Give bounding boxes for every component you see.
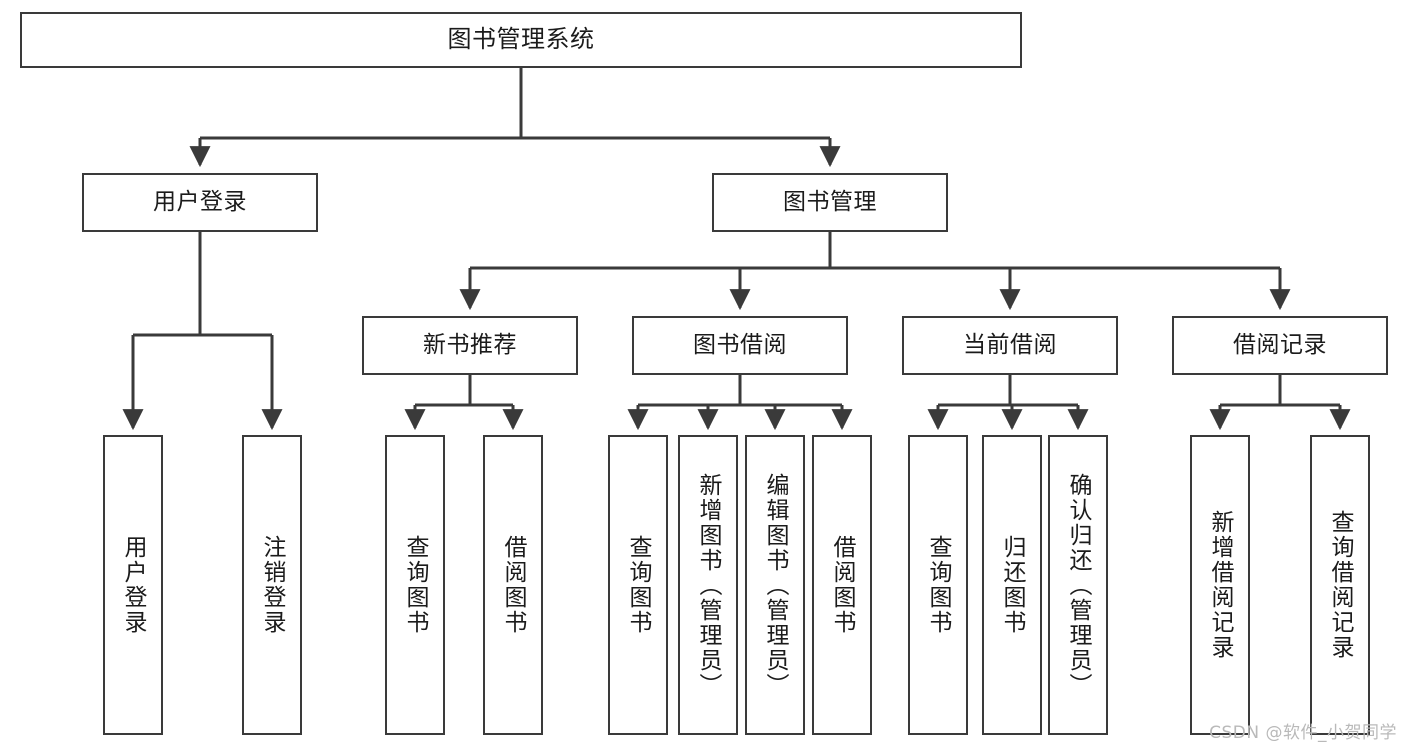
node-new-book-recommend[interactable]: 新书推荐 [362,316,578,375]
node-leaf-user-login[interactable]: 用户登录 [103,435,163,735]
node-leaf-edit-book-admin[interactable]: 编辑图书（管理员） [745,435,805,735]
node-leaf-add-book-admin[interactable]: 新增图书（管理员） [678,435,738,735]
node-book-borrow[interactable]: 图书借阅 [632,316,848,375]
node-root-label: 图书管理系统 [447,25,595,54]
node-book-borrow-label: 图书借阅 [693,332,787,359]
node-user-login-label: 用户登录 [153,189,247,216]
node-leaf-query-book-current-label: 查询图书 [925,535,952,635]
node-leaf-add-book-admin-label: 新增图书（管理员） [695,472,722,698]
node-leaf-query-record-label: 查询借阅记录 [1327,510,1354,660]
node-leaf-borrow-book[interactable]: 借阅图书 [812,435,872,735]
node-user-login[interactable]: 用户登录 [82,173,318,232]
node-leaf-add-record-label: 新增借阅记录 [1207,510,1234,660]
node-leaf-edit-book-admin-label: 编辑图书（管理员） [762,472,789,698]
node-leaf-confirm-return[interactable]: 确认归还（管理员） [1048,435,1108,735]
node-leaf-query-book-new-label: 查询图书 [402,535,429,635]
node-leaf-borrow-book-label: 借阅图书 [829,535,856,635]
node-leaf-query-book-new[interactable]: 查询图书 [385,435,445,735]
node-leaf-return-book-label: 归还图书 [999,535,1026,635]
node-borrow-record[interactable]: 借阅记录 [1172,316,1388,375]
node-leaf-query-book-borrow[interactable]: 查询图书 [608,435,668,735]
node-leaf-borrow-book-new[interactable]: 借阅图书 [483,435,543,735]
node-leaf-query-book-current[interactable]: 查询图书 [908,435,968,735]
node-leaf-logout[interactable]: 注销登录 [242,435,302,735]
node-root-system[interactable]: 图书管理系统 [20,12,1022,68]
node-leaf-user-login-label: 用户登录 [120,535,147,635]
node-leaf-confirm-return-label: 确认归还（管理员） [1065,472,1092,698]
node-current-borrow[interactable]: 当前借阅 [902,316,1118,375]
node-new-book-recommend-label: 新书推荐 [423,332,517,359]
node-book-management-label: 图书管理 [783,189,877,216]
node-current-borrow-label: 当前借阅 [963,332,1057,359]
node-leaf-add-record[interactable]: 新增借阅记录 [1190,435,1250,735]
node-leaf-query-record[interactable]: 查询借阅记录 [1310,435,1370,735]
node-leaf-return-book[interactable]: 归还图书 [982,435,1042,735]
node-leaf-query-book-borrow-label: 查询图书 [625,535,652,635]
node-book-management[interactable]: 图书管理 [712,173,948,232]
node-borrow-record-label: 借阅记录 [1233,332,1327,359]
node-leaf-logout-label: 注销登录 [259,535,286,635]
node-leaf-borrow-book-new-label: 借阅图书 [500,535,527,635]
watermark-text: CSDN @软件_小贺同学 [1209,723,1397,743]
